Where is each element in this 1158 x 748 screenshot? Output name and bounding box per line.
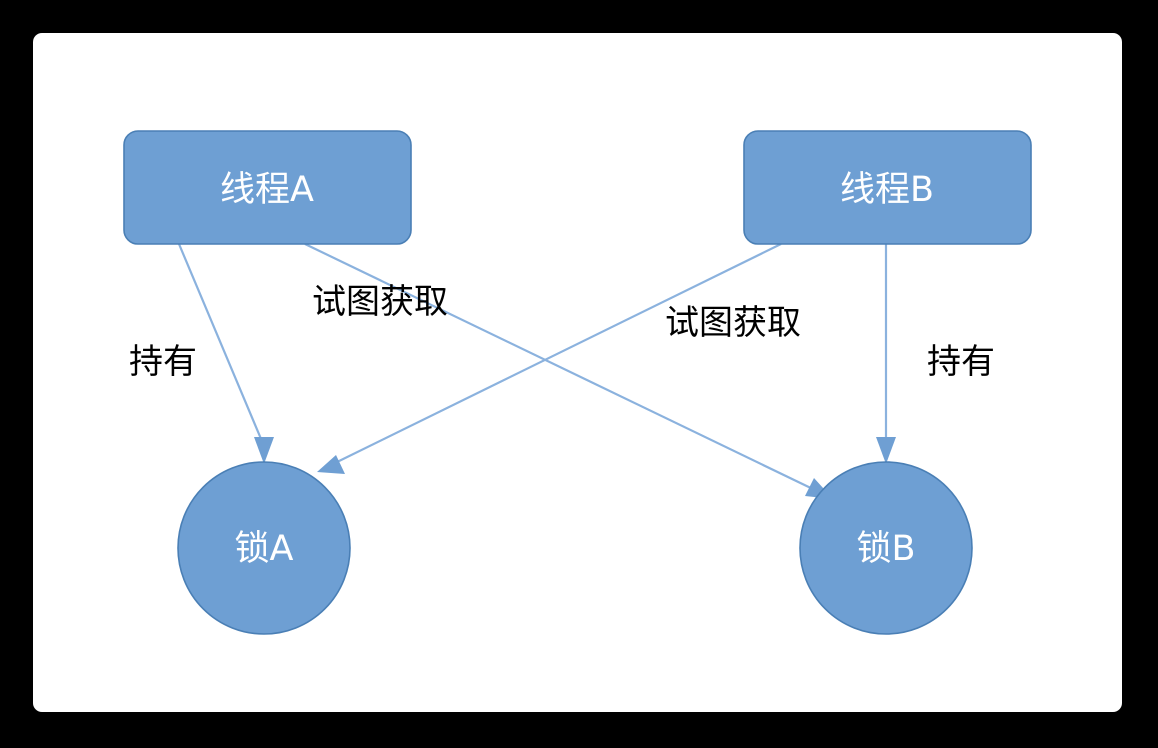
node-thread-a-label: 线程A	[220, 170, 314, 210]
node-lock-b-shape[interactable]	[799, 461, 973, 635]
node-thread-a-shape[interactable]	[123, 130, 412, 245]
edge-label-hold-right: 持有	[927, 342, 995, 382]
edge-thread-b-wants-lock-a	[317, 243, 782, 474]
node-thread-b[interactable]: 线程B	[743, 130, 1032, 245]
edge-line-acquire-left	[304, 243, 818, 492]
deadlock-diagram: 锁A (vertical, slight lean) --> 锁B (diago…	[123, 130, 1032, 635]
edge-label-acquire-left: 试图获取	[312, 282, 448, 322]
node-lock-a-label: 锁A	[235, 529, 294, 569]
node-lock-a[interactable]: 锁A	[177, 461, 351, 635]
node-lock-b-label: 锁B	[856, 529, 915, 569]
diagram-card: 锁A (vertical, slight lean) --> 锁B (diago…	[33, 33, 1122, 712]
node-lock-b[interactable]: 锁B	[799, 461, 973, 635]
arrowhead-hold-left	[254, 437, 274, 464]
node-lock-a-shape[interactable]	[177, 461, 351, 635]
edge-thread-a-holds-lock-a	[177, 243, 274, 464]
edge-line-hold-left	[177, 243, 266, 447]
arrowhead-acquire-right	[317, 455, 345, 474]
node-thread-b-label: 线程B	[840, 170, 934, 210]
edge-line-acquire-right	[332, 243, 782, 465]
edge-thread-b-holds-lock-b	[876, 244, 896, 464]
edge-label-acquire-right: 试图获取	[665, 303, 801, 343]
arrowhead-hold-right	[876, 437, 896, 464]
edge-label-hold-left: 持有	[129, 342, 197, 382]
node-thread-b-shape[interactable]	[743, 130, 1032, 245]
node-thread-a[interactable]: 线程A	[123, 130, 412, 245]
